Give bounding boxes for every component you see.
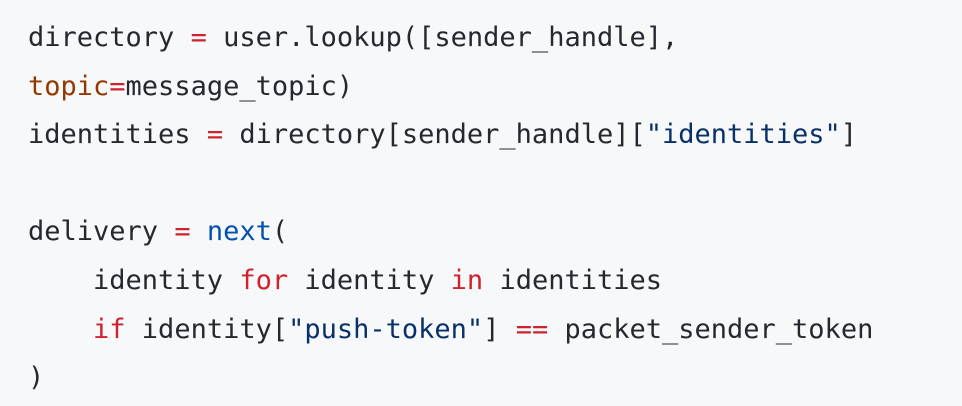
code-token-plain	[28, 314, 93, 345]
code-token-plain: directory[sender_handle][	[223, 119, 646, 151]
code-token-plain: identity[	[125, 313, 289, 345]
code-token-plain: user.lookup([sender_handle],	[206, 22, 679, 53]
code-token-op: =	[174, 216, 191, 248]
code-token-fn: next	[206, 216, 272, 248]
code-token-op: =	[190, 22, 207, 53]
code-token-plain: packet_sender_token	[548, 313, 874, 345]
code-token-op: ==	[515, 313, 549, 345]
code-token-plain: identity	[288, 264, 451, 296]
code-token-op: =	[206, 119, 224, 151]
code-token-plain	[191, 216, 207, 247]
code-line: if identity["push-token"] == packet_send…	[28, 306, 962, 355]
code-token-plain: message_topic)	[125, 70, 354, 102]
code-line: )	[28, 354, 962, 403]
code-token-plain: identities	[483, 264, 662, 296]
code-token-plain: (	[271, 216, 289, 248]
code-token-plain: identity	[28, 264, 240, 296]
code-token-param: topic	[28, 70, 110, 102]
code-token-plain: directory	[28, 22, 191, 53]
code-token-kw: for	[239, 264, 289, 296]
code-token-plain: ]	[483, 313, 516, 345]
code-token-op: =	[109, 70, 126, 102]
code-line: delivery = next(	[28, 208, 962, 257]
code-token-plain: identities	[28, 119, 207, 151]
code-token-kw: in	[450, 264, 484, 296]
code-listing[interactable]: directory = user.lookup([sender_handle],…	[28, 14, 962, 403]
code-line: identities = directory[sender_handle]["i…	[28, 111, 962, 160]
code-token-str: "identities"	[645, 119, 841, 151]
code-token-plain: ]	[840, 119, 858, 151]
code-line: identity for identity in identities	[28, 257, 962, 306]
code-line: directory = user.lookup([sender_handle],	[28, 14, 962, 63]
code-token-str: "push-token"	[288, 313, 484, 345]
code-token-kw: if	[93, 313, 126, 345]
code-line: topic=message_topic)	[28, 63, 962, 112]
code-token-plain: )	[28, 362, 45, 394]
code-token-plain: delivery	[28, 216, 175, 248]
code-line	[28, 160, 962, 209]
